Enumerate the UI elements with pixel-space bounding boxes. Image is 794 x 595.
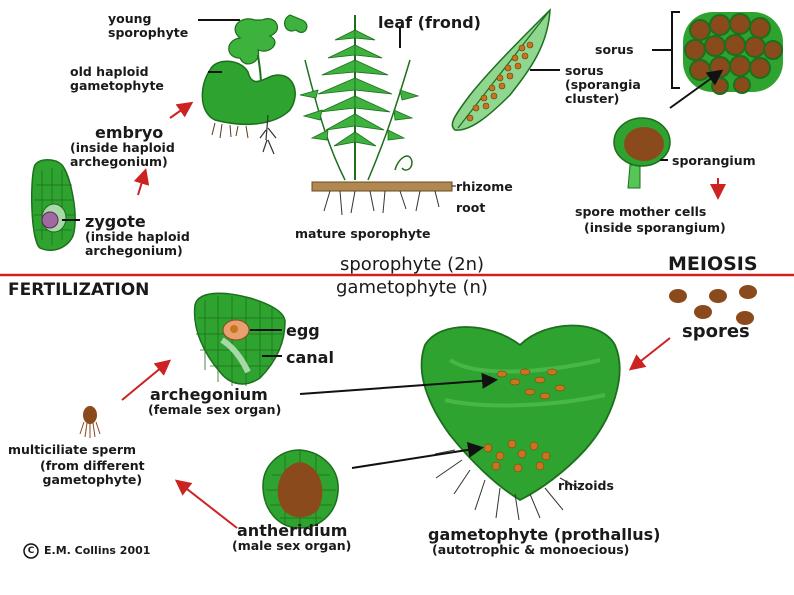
copyright-symbol: C (27, 546, 35, 556)
label-rhizoids: rhizoids (558, 478, 614, 493)
prothallus-illustration (299, 324, 621, 521)
old-gametophyte-illustration (201, 60, 296, 155)
label-sorus-top: sorus (595, 42, 634, 57)
copyright-circle (23, 543, 39, 559)
label-spore-mother-cells-sub: (inside sporangium) (584, 220, 726, 235)
arrow-spores-to-gametophyte (628, 337, 671, 371)
label-fertilization: FERTILIZATION (8, 280, 150, 300)
archegonium-illustration (193, 292, 286, 386)
arrow-antheridium-to-sperm (174, 479, 238, 529)
label-embryo: embryo (95, 123, 164, 142)
label-meiosis: MEIOSIS (668, 253, 758, 275)
label-antheridium-sub: (male sex organ) (232, 538, 352, 553)
arrow-sperm-to-archegonium (121, 359, 172, 401)
label-sporophyte-2n: sporophyte (2n) (340, 254, 485, 275)
label-egg: egg (286, 321, 320, 340)
zygote-archegonium-illustration (30, 159, 80, 252)
label-mature-sporophyte: mature sporophyte (295, 226, 431, 241)
sperm-illustration (79, 406, 101, 438)
spores-illustration (669, 285, 757, 325)
label-gametophyte-prothallus: gametophyte (prothallus) (428, 525, 661, 544)
label-spores: spores (682, 321, 750, 342)
label-multiciliate-sperm: multiciliate sperm (8, 442, 137, 457)
label-root: root (456, 200, 486, 215)
label-zygote: zygote (85, 212, 146, 231)
label-archegonium: archegonium (150, 385, 268, 404)
label-canal: canal (286, 348, 334, 367)
label-copyright: E.M. Collins 2001 (44, 544, 151, 557)
sorus-cluster-illustration (652, 11, 783, 95)
label-antheridium: antheridium (237, 521, 348, 540)
young-sporophyte-illustration (228, 14, 308, 93)
sporangium-illustration (613, 69, 724, 189)
arrow-zygote-to-embryo (133, 168, 150, 196)
label-spore-mother-cells: spore mother cells (575, 204, 707, 219)
rhizome-shape (311, 181, 453, 192)
frond-pinna-illustration (451, 8, 560, 131)
label-gametophyte-n: gametophyte (n) (336, 277, 488, 298)
label-sporangium: sporangium (672, 153, 756, 168)
label-gametophyte-sub: (autotrophic & monoecious) (432, 542, 630, 557)
arrow-embryo-to-gametophyte (169, 101, 194, 119)
label-leaf-frond: leaf (frond) (378, 13, 481, 32)
mature-sporophyte-illustration (299, 15, 456, 216)
label-rhizome: rhizome (456, 179, 513, 194)
label-archegonium-sub: (female sex organ) (148, 402, 282, 417)
antheridium-illustration (262, 449, 339, 529)
